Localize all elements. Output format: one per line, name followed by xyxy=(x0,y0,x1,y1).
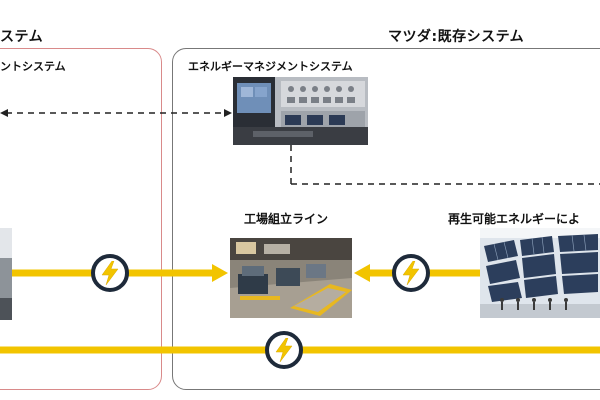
factory-line-photo xyxy=(230,238,352,318)
left-system-subtitle: ントシステム xyxy=(0,60,66,73)
lightning-bolt-icon xyxy=(392,254,430,292)
energy-management-subtitle: エネルギーマネジメントシステム xyxy=(188,60,353,73)
renewable-energy-label: 再生可能エネルギーによ xyxy=(448,212,581,226)
right-system-frame xyxy=(172,48,600,390)
arrow-head-icon xyxy=(224,109,232,117)
arrow-head-icon xyxy=(354,264,370,282)
factory-line-label: 工場組立ライン xyxy=(244,212,329,226)
right-section-title: マツダ:既存システム xyxy=(388,29,525,45)
arrow-head-icon xyxy=(0,109,8,117)
lightning-bolt-icon xyxy=(265,331,303,369)
left-system-frame xyxy=(0,48,162,390)
lightning-bolt-icon xyxy=(91,254,129,292)
control-room-photo xyxy=(233,77,368,145)
arrow-head-icon xyxy=(212,264,228,282)
left-facility-photo xyxy=(0,228,12,320)
left-section-title: ステム xyxy=(0,29,44,45)
solar-panel-photo xyxy=(480,228,600,318)
